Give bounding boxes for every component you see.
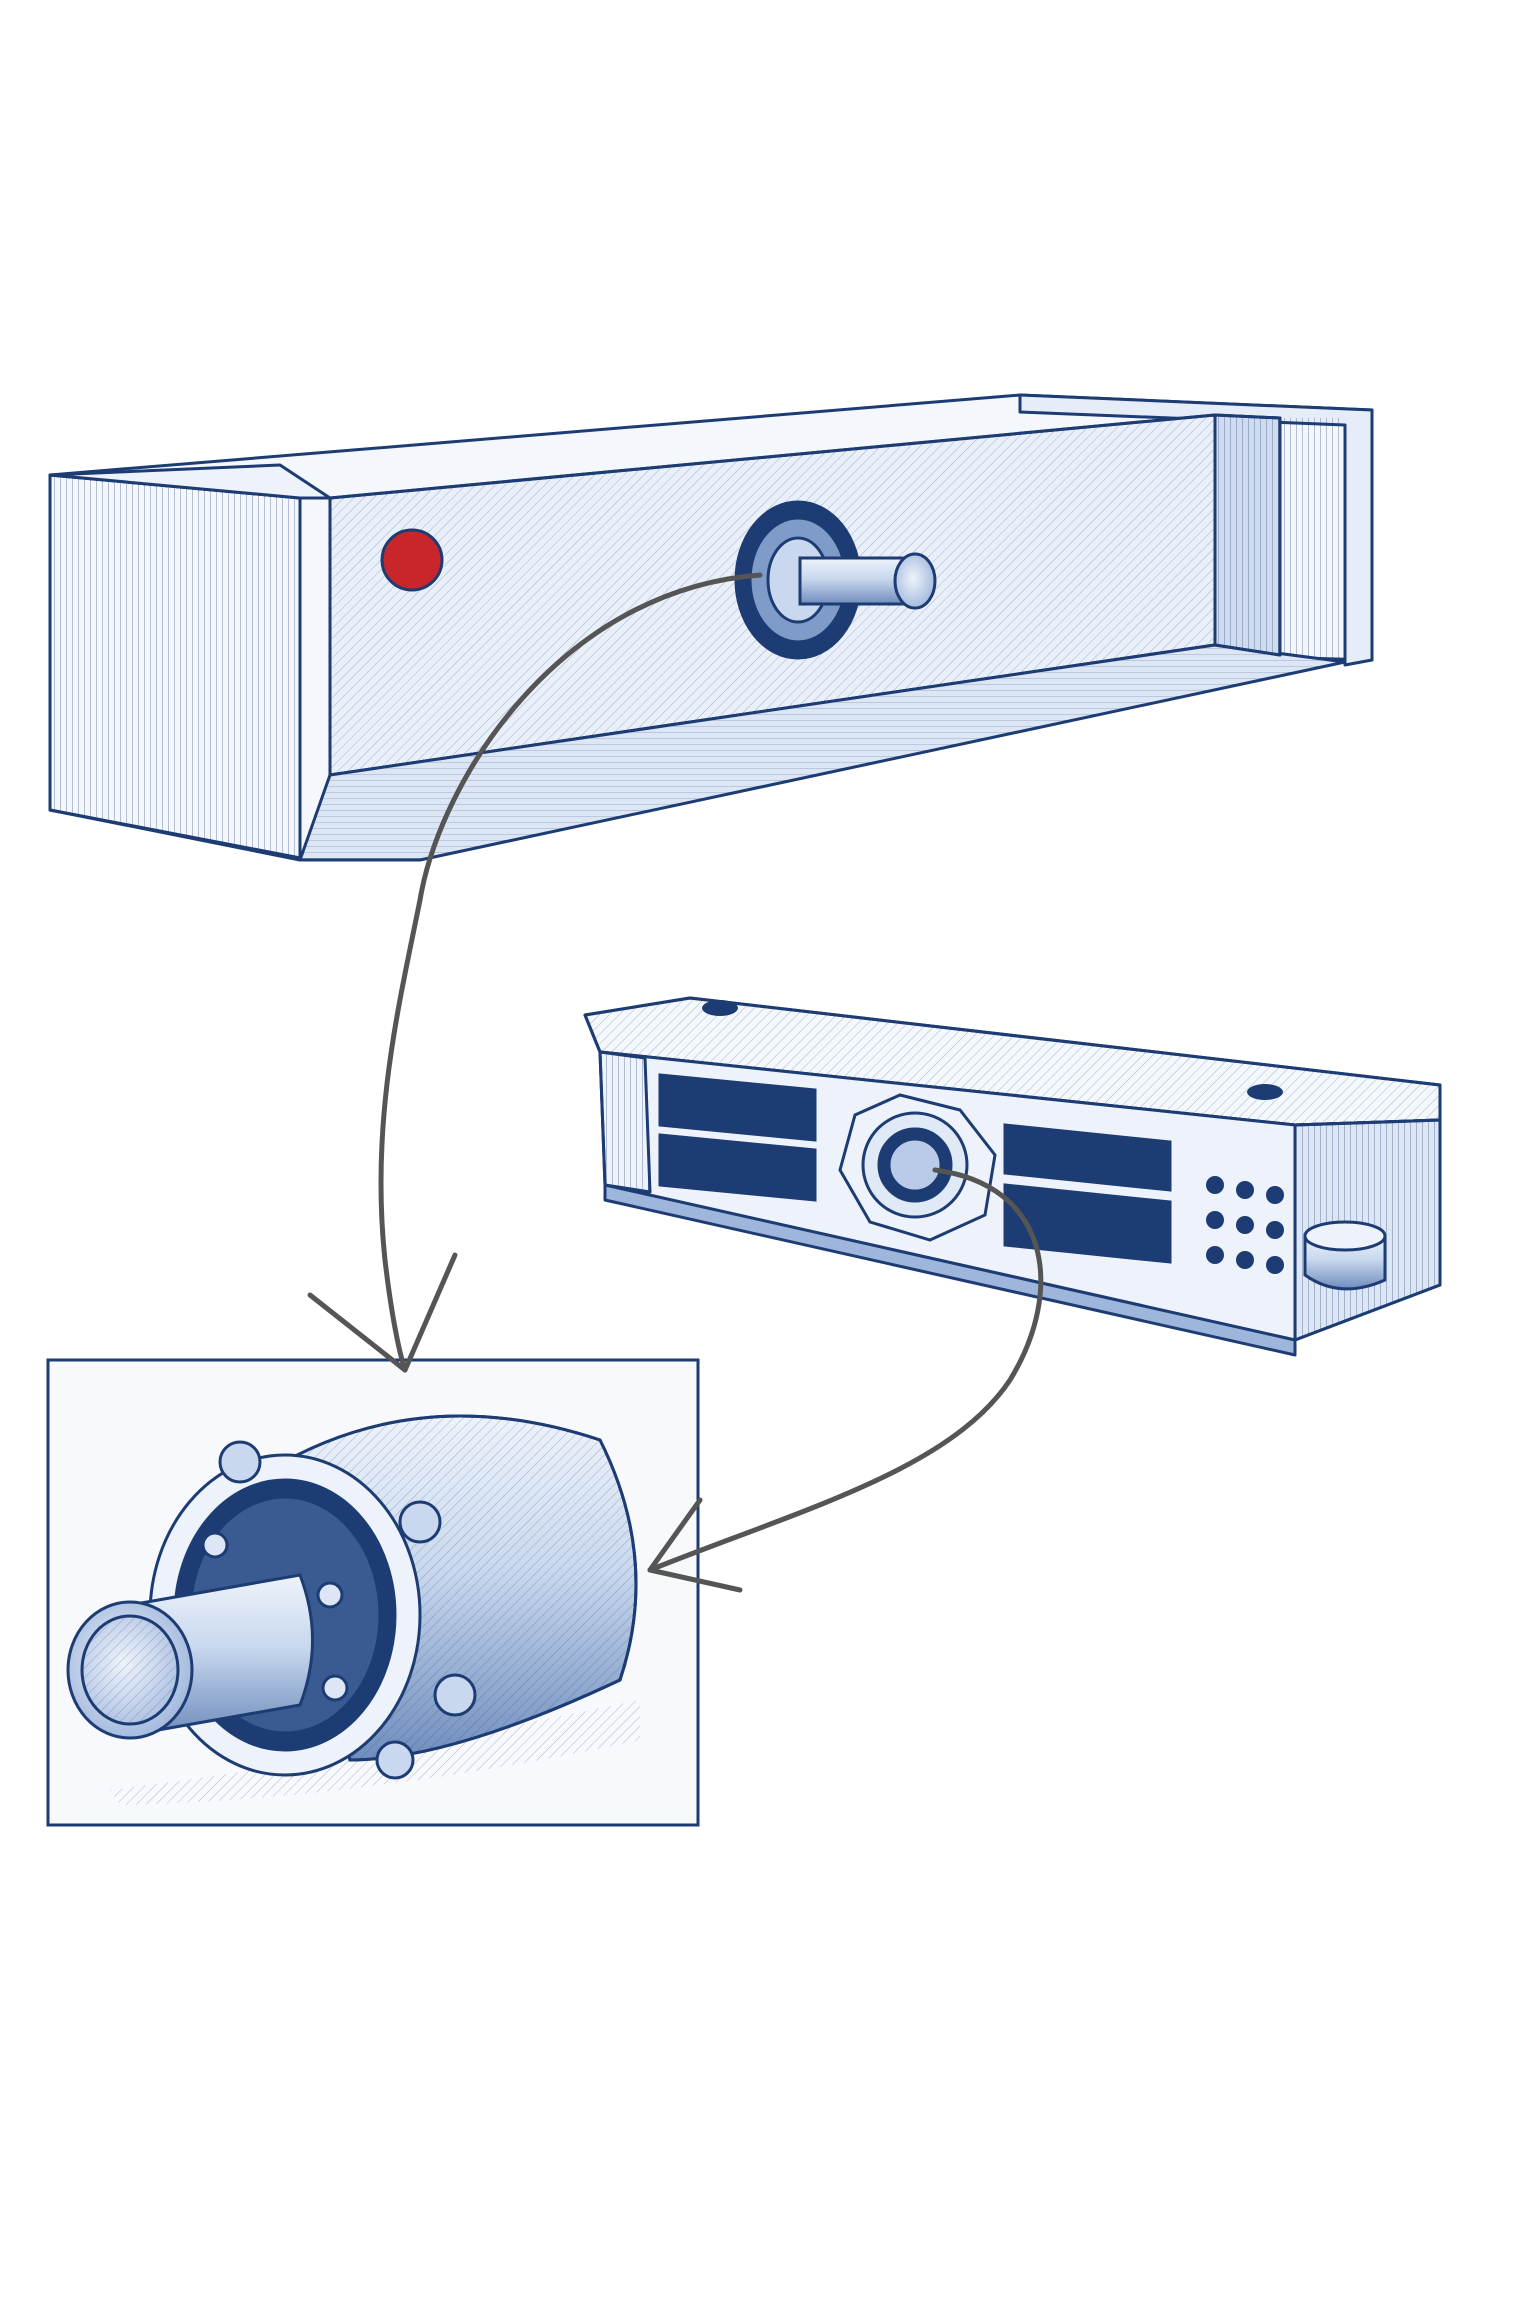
connector-arrow [307, 572, 763, 1373]
mounting-hole-icon [702, 1000, 738, 1016]
vent-slots-icon [658, 1073, 1172, 1264]
plunger-port-icon [838, 1093, 997, 1242]
indicator-light-icon [380, 528, 444, 592]
plunger-cylinder-icon [66, 1414, 640, 1805]
connector-arrow [647, 1167, 1044, 1593]
rail-housing-icon [48, 393, 1374, 862]
mounting-hole-icon [1247, 1084, 1283, 1100]
plunger-icon [734, 500, 937, 660]
keypad-icon [1206, 1176, 1284, 1274]
side-cylinder-icon [1303, 1220, 1387, 1291]
